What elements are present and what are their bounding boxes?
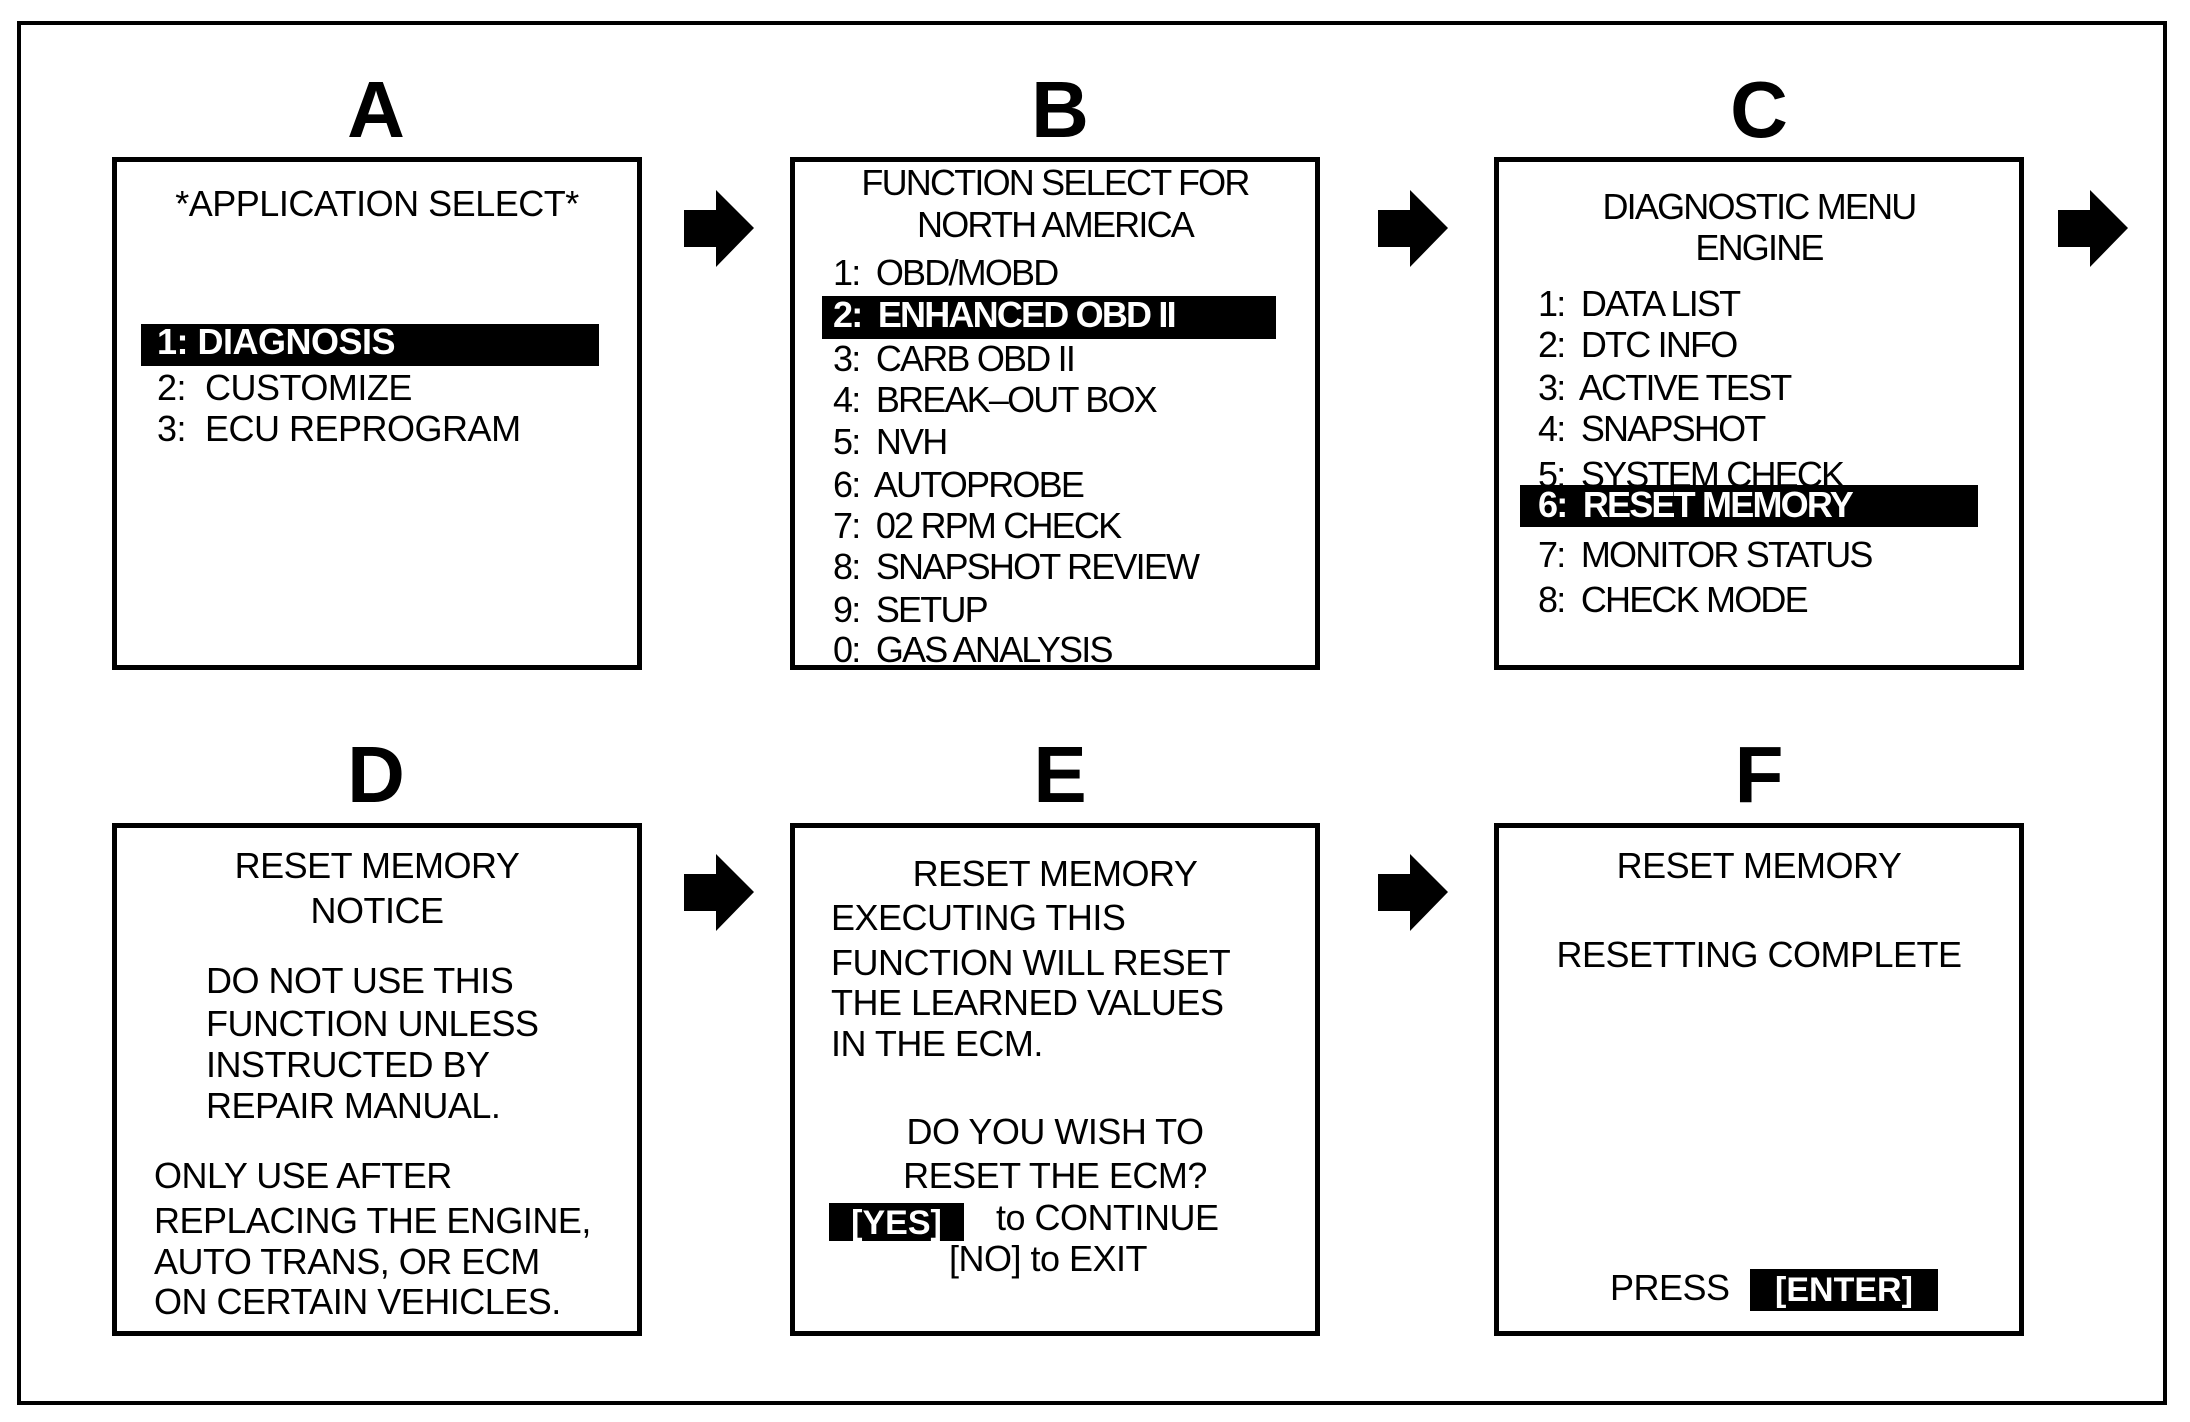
screen-function-select: FUNCTION SELECT FOR NORTH AMERICA 1: OBD… <box>790 157 1320 670</box>
arrow-right-icon <box>684 854 754 931</box>
menu-item[interactable]: 4: SNAPSHOT <box>1538 408 1766 449</box>
status-text: RESETTING COMPLETE <box>1556 934 1962 975</box>
menu-item-customize[interactable]: 2: CUSTOMIZE <box>157 367 412 408</box>
warning-text: INSTRUCTED BY <box>206 1044 490 1085</box>
menu-item[interactable]: 1: DATA LIST <box>1538 283 1741 324</box>
body-text: THE LEARNED VALUES <box>831 982 1224 1023</box>
label-d: D <box>347 730 405 819</box>
note-text: REPLACING THE ENGINE, <box>154 1200 591 1241</box>
menu-item[interactable]: 3: CARB OBD II <box>833 338 1076 379</box>
warning-text: DO NOT USE THIS <box>206 960 514 1001</box>
screen-title: FUNCTION SELECT FOR <box>861 162 1250 203</box>
screen-subtitle: NORTH AMERICA <box>917 204 1195 245</box>
note-text: AUTO TRANS, OR ECM <box>154 1241 540 1282</box>
arrow-right-icon <box>684 190 754 267</box>
body-text: EXECUTING THIS <box>831 897 1126 938</box>
question-text: DO YOU WISH TO <box>906 1111 1204 1152</box>
screen-reset-complete: RESET MEMORY RESETTING COMPLETE PRESS [E… <box>1494 823 2024 1336</box>
menu-item-selected[interactable]: 2: ENHANCED OBD II <box>833 294 1177 335</box>
menu-item[interactable]: 9: SETUP <box>833 589 989 630</box>
yes-instruction: to CONTINUE <box>996 1197 1219 1238</box>
menu-item[interactable]: 7: 02 RPM CHECK <box>833 505 1122 546</box>
note-text: ON CERTAIN VEHICLES. <box>154 1281 561 1322</box>
label-f: F <box>1734 730 1784 819</box>
screen-reset-memory-notice: RESET MEMORY NOTICE DO NOT USE THIS FUNC… <box>112 823 642 1336</box>
yes-key[interactable]: [YES] <box>829 1203 964 1242</box>
menu-item[interactable]: 3: ACTIVE TEST <box>1538 367 1792 408</box>
menu-item[interactable]: 5: NVH <box>833 421 948 462</box>
note-text: ONLY USE AFTER <box>154 1155 452 1196</box>
warning-text: REPAIR MANUAL. <box>206 1085 501 1126</box>
menu-item[interactable]: 7: MONITOR STATUS <box>1538 534 1873 575</box>
menu-item[interactable]: 6: AUTOPROBE <box>833 464 1085 505</box>
menu-item[interactable]: 1: OBD/MOBD <box>833 252 1059 293</box>
press-label: PRESS <box>1610 1267 1730 1308</box>
screen-title: RESET MEMORY <box>234 845 520 886</box>
screen-title: *APPLICATION SELECT* <box>175 183 579 224</box>
arrow-right-icon <box>1378 854 1448 931</box>
menu-item[interactable]: 8: SNAPSHOT REVIEW <box>833 546 1200 587</box>
body-text: FUNCTION WILL RESET <box>831 942 1231 983</box>
arrow-right-icon <box>1378 190 1448 267</box>
menu-item[interactable]: 8: CHECK MODE <box>1538 579 1809 620</box>
menu-item[interactable]: 0: GAS ANALYSIS <box>833 629 1113 670</box>
screen-title: DIAGNOSTIC MENU <box>1602 186 1917 227</box>
arrow-right-icon <box>2058 190 2128 267</box>
label-c: C <box>1730 65 1788 154</box>
selection-highlight <box>1520 485 1978 527</box>
warning-text: FUNCTION UNLESS <box>206 1003 539 1044</box>
menu-item-selected[interactable]: 6: RESET MEMORY <box>1538 484 1854 525</box>
screen-reset-memory-confirm: RESET MEMORY EXECUTING THIS FUNCTION WIL… <box>790 823 1320 1336</box>
screen-title: RESET MEMORY <box>912 853 1198 894</box>
body-text: IN THE ECM. <box>831 1023 1043 1064</box>
question-text: RESET THE ECM? <box>903 1155 1207 1196</box>
selection-highlight <box>141 324 599 366</box>
diagram-frame <box>17 21 2167 1405</box>
menu-item[interactable]: 4: BREAK–OUT BOX <box>833 379 1158 420</box>
screen-subtitle: ENGINE <box>1695 227 1824 268</box>
screen-subtitle: NOTICE <box>310 890 444 931</box>
label-a: A <box>347 65 405 154</box>
screen-application-select: *APPLICATION SELECT* 1: DIAGNOSIS 2: CUS… <box>112 157 642 670</box>
menu-item[interactable]: 2: DTC INFO <box>1538 324 1738 365</box>
enter-key[interactable]: [ENTER] <box>1750 1269 1938 1311</box>
label-b: B <box>1031 65 1089 154</box>
menu-item-ecu-reprogram[interactable]: 3: ECU REPROGRAM <box>157 408 521 449</box>
selection-highlight <box>822 296 1276 339</box>
menu-item-diagnosis[interactable]: 1: DIAGNOSIS <box>157 321 396 362</box>
label-e: E <box>1033 730 1087 819</box>
no-instruction[interactable]: [NO] to EXIT <box>949 1238 1148 1279</box>
screen-title: RESET MEMORY <box>1616 845 1902 886</box>
screen-diagnostic-menu: DIAGNOSTIC MENU ENGINE 1: DATA LIST 2: D… <box>1494 157 2024 670</box>
